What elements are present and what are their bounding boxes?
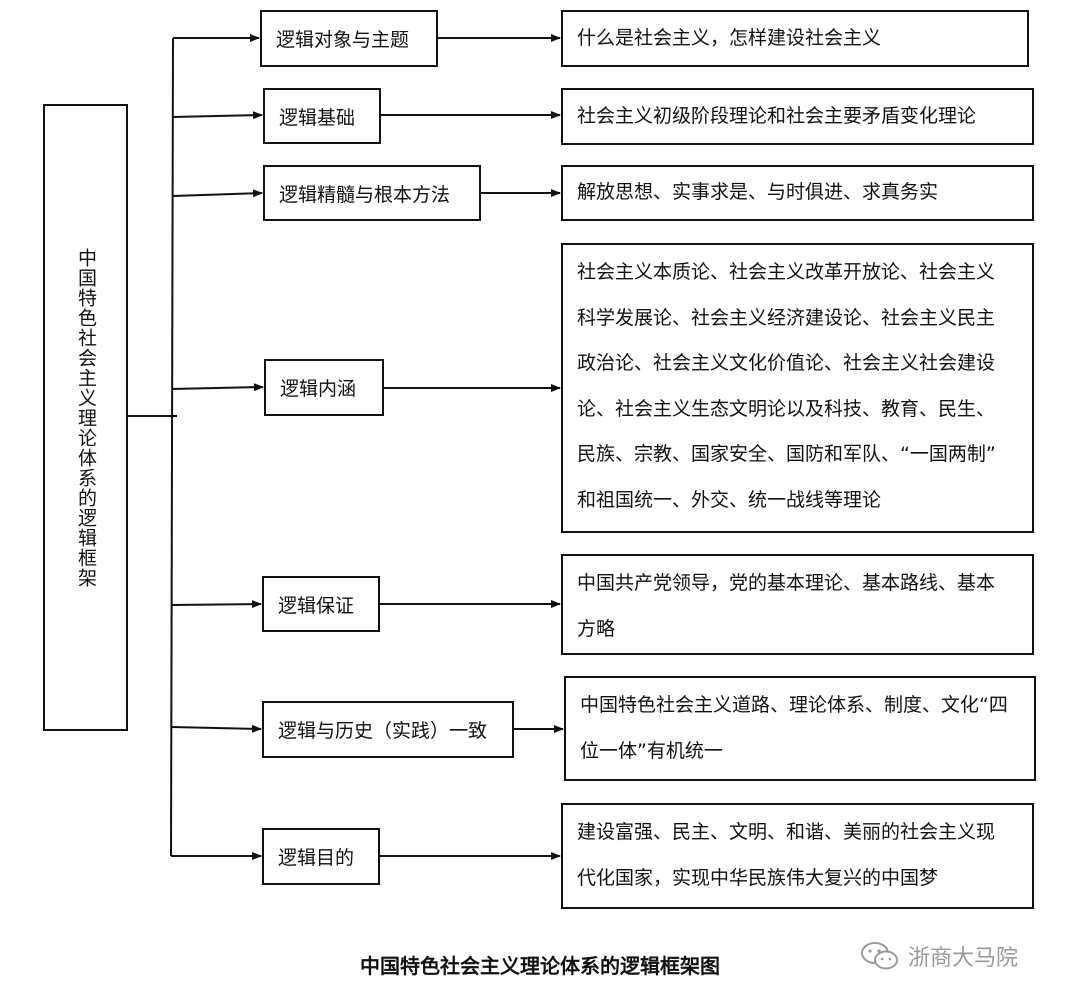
label-logic-purpose: 逻辑目的	[262, 828, 380, 885]
content-logic-connotation: 社会主义本质论、社会主义改革开放论、社会主义 科学发展论、社会主义经济建设论、社…	[561, 243, 1034, 533]
content-line: 中国共产党领导，党的基本理论、基本路线、基本	[577, 572, 996, 594]
wechat-icon	[861, 942, 898, 970]
content-logic-essence-method: 解放思想、实事求是、与时俱进、求真务实	[561, 165, 1034, 221]
label-text: 逻辑精髓与根本方法	[279, 183, 451, 206]
content-line: 建设富强、民主、文明、和谐、美丽的社会主义现	[577, 821, 996, 843]
content-line: 方略	[577, 617, 616, 640]
label-logic-connotation: 逻辑内涵	[264, 359, 384, 416]
content-line: 科学发展论、社会主义经济建设论、社会主义民主	[577, 306, 996, 329]
content-line: 中国特色社会主义道路、理论体系、制度、文化“四	[580, 694, 1008, 716]
root-label: 中国特色社会主义理论体系的逻辑框架	[75, 247, 97, 588]
content-line: 论、社会主义生态文明论以及科技、教育、民生、	[577, 397, 996, 420]
label-text: 逻辑内涵	[280, 378, 357, 400]
label-text: 逻辑对象与主题	[276, 29, 410, 51]
content-line: 政治论、社会主义文化价值论、社会主义社会建设	[577, 352, 996, 374]
content-text: 什么是社会主义，怎样建设社会主义	[577, 26, 882, 49]
label-logic-history-consistency: 逻辑与历史（实践）一致	[262, 701, 514, 758]
content-line: 和祖国统一、外交、统一战线等理论	[577, 488, 882, 511]
content-logic-purpose: 建设富强、民主、文明、和谐、美丽的社会主义现 代化国家，实现中华民族伟大复兴的中…	[561, 803, 1034, 909]
root-node: 中国特色社会主义理论体系的逻辑框架	[43, 104, 128, 731]
label-logic-essence-method: 逻辑精髓与根本方法	[263, 165, 481, 221]
content-logic-history-consistency: 中国特色社会主义道路、理论体系、制度、文化“四 位一体”有机统一	[564, 676, 1036, 781]
label-logic-object-theme: 逻辑对象与主题	[260, 10, 438, 67]
watermark: 浙商大马院	[860, 940, 1018, 972]
label-text: 逻辑与历史（实践）一致	[278, 720, 488, 742]
label-text: 逻辑保证	[278, 594, 355, 617]
watermark-text: 浙商大马院	[908, 946, 1019, 971]
content-logic-foundation: 社会主义初级阶段理论和社会主要矛盾变化理论	[561, 88, 1034, 145]
content-line: 社会主义本质论、社会主义改革开放论、社会主义	[577, 261, 996, 283]
content-logic-guarantee: 中国共产党领导，党的基本理论、基本路线、基本 方略	[561, 554, 1034, 655]
label-text: 逻辑目的	[278, 847, 355, 869]
content-line: 位一体”有机统一	[580, 739, 723, 762]
label-text: 逻辑基础	[279, 106, 356, 129]
content-text: 社会主义初级阶段理论和社会主要矛盾变化理论	[577, 104, 977, 127]
content-text: 解放思想、实事求是、与时俱进、求真务实	[577, 181, 939, 204]
label-logic-foundation: 逻辑基础	[263, 88, 381, 144]
content-line: 代化国家，实现中华民族伟大复兴的中国梦	[577, 866, 939, 889]
content-line: 民族、宗教、国家安全、国防和军队、“一国两制”	[577, 443, 996, 465]
diagram-caption: 中国特色社会主义理论体系的逻辑框架图	[360, 954, 720, 978]
content-logic-object-theme: 什么是社会主义，怎样建设社会主义	[561, 10, 1029, 67]
label-logic-guarantee: 逻辑保证	[262, 576, 380, 632]
